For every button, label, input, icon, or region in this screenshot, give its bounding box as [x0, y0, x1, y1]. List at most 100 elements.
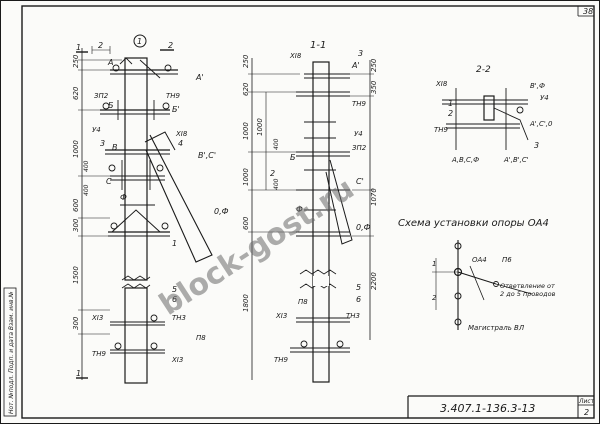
s22-label-abcphi: А,В,С,Ф: [451, 156, 479, 164]
s11-label-u4: У4: [354, 130, 363, 138]
dim-250: 250: [72, 54, 80, 68]
s11-label-5: 5: [356, 283, 361, 292]
lower-clamps: [110, 314, 165, 354]
label-6: 6: [172, 295, 177, 304]
s11-label-tn9-b: ТН9: [274, 356, 289, 364]
label-b-prime: Б': [172, 105, 180, 114]
s11-dim-600: 600: [242, 216, 250, 230]
section-1-1-labels: 1-1 ХI8 3 А' ТН9 ЗП2 У4 Б 2 С' Ф 0,Ф П8 …: [242, 40, 378, 364]
crossarm-c: [105, 149, 170, 190]
s11-label-b: Б: [290, 153, 296, 162]
label-1: 1: [172, 239, 177, 248]
s11-dim-620: 620: [242, 82, 250, 96]
s22-label-1: 1: [448, 99, 453, 108]
crossarm-b: [100, 100, 170, 120]
strut-side: [325, 159, 353, 245]
pole-lower: [124, 287, 148, 384]
s22-label-ac0: А',С',0: [529, 120, 553, 128]
scheme-label-mainline: Магистраль ВЛ: [468, 324, 525, 332]
lower-traverse: [108, 204, 170, 237]
label-0-phi: 0,Ф: [214, 207, 229, 216]
scheme-label-oa4: ОА4: [472, 256, 487, 264]
scheme-title: Схема установки опоры ОА4: [398, 218, 549, 229]
label-p8: П8: [196, 334, 206, 342]
document-code: 3.407.1-136.3-13: [440, 402, 535, 415]
section-2-2: [442, 88, 529, 150]
label-b: Б: [108, 101, 114, 110]
s11-label-3: 3: [358, 49, 363, 58]
sheet-label: Лист: [578, 398, 595, 405]
s11-label-p8: П8: [298, 298, 308, 306]
s11-label-c-prime: С': [356, 177, 364, 186]
s11-dim-inner-1000: 1000: [256, 118, 264, 136]
sheet-value: 2: [584, 408, 589, 417]
s11-label-phi: Ф: [296, 205, 303, 214]
pole-upper: [124, 57, 148, 281]
label-phi: Ф: [120, 193, 127, 202]
s11-dim-inner-400a: 400: [273, 138, 280, 150]
label-tn9: ТН9: [166, 92, 181, 100]
scheme-label-2: 2: [432, 294, 437, 302]
label-tn9-b: ТН9: [92, 350, 107, 358]
dim-400-b: 400: [83, 184, 90, 196]
view-marker-label: 1: [137, 37, 142, 46]
dim-top: 2: [98, 41, 103, 50]
dim-1500: 1500: [72, 266, 80, 284]
main-view: [76, 34, 213, 384]
dim-1000: 1000: [72, 140, 80, 158]
s11-dim-r350: 350: [370, 80, 378, 94]
s11-label-x13: ХI3: [275, 312, 287, 320]
s22-label-vphi: В',Ф: [530, 82, 545, 90]
label-a-prime: А': [195, 73, 204, 82]
dim-300-b: 300: [72, 316, 80, 330]
dim-600: 600: [72, 198, 80, 212]
label-c: С: [106, 177, 112, 186]
s11-dim-1000: 1000: [242, 122, 250, 140]
label-v-c-prime: В',С': [198, 151, 216, 160]
ladder-rungs: [296, 73, 350, 237]
s11-label-x18: ХI8: [289, 52, 302, 60]
s11-dim-1800: 1800: [242, 294, 250, 312]
crossarm-a: [110, 57, 178, 79]
side-stamp: Нот. №подл. Подп. и дата Взам. инв.№: [8, 291, 15, 414]
s11-dim-r1070: 1070: [370, 188, 378, 206]
s11-label-2: 2: [270, 169, 275, 178]
s22-label-x18: ХI8: [435, 80, 448, 88]
dim-400-a: 400: [83, 160, 90, 172]
section-mark-1b: 1: [76, 369, 81, 378]
s22-label-u4: У4: [540, 94, 549, 102]
label-x13-a: ХI3: [91, 314, 103, 322]
s11-label-0-phi: 0,Ф: [356, 223, 371, 232]
section-2-2-labels: 2-2 ХI8 В',Ф У4 1 2 ТН9 А,В,С,Ф А',В',С'…: [434, 65, 553, 164]
section-marks: [76, 49, 174, 379]
section-2-2-title: 2-2: [476, 65, 491, 75]
s22-label-3: 3: [534, 141, 539, 150]
strut-bracket: [144, 131, 176, 151]
inclined-strut: [145, 134, 213, 263]
section-1-1-title: 1-1: [310, 40, 326, 51]
s11-dim-inner-400b: 400: [273, 178, 280, 190]
view-marker: [133, 34, 147, 48]
s22-label-abc-prime: А',В',С': [503, 156, 529, 164]
dim-300: 300: [72, 218, 80, 232]
s11-label-zp2: ЗП2: [352, 144, 367, 152]
scheme-labels: Схема установки опоры ОА4 П6 ОА4 1 2 Отв…: [398, 218, 556, 332]
scheme-label-1: 1: [432, 260, 436, 268]
sheet-number: 38: [583, 7, 593, 16]
section-1-1: [248, 58, 374, 383]
s11-dim-1000-b: 1000: [242, 168, 250, 186]
s11-label-a-prime: А': [351, 61, 360, 70]
label-v: В: [112, 143, 118, 152]
main-view-labels: 1 1 1 2 2 А А' ЗП2 ТН9 Б Б' У4 ХI8 3 4 В…: [72, 37, 229, 378]
scheme-label-p6: П6: [502, 256, 512, 264]
s11-dim-r250: 250: [370, 58, 378, 72]
label-u4: У4: [92, 126, 101, 134]
label-3: 3: [100, 139, 105, 148]
dimension-chain-left: [78, 46, 122, 380]
s11-label-tn3: ТН3: [346, 312, 360, 320]
s11-dim-r2200: 2200: [370, 272, 378, 290]
s11-label-6: 6: [356, 295, 361, 304]
label-x18: ХI8: [175, 130, 188, 138]
